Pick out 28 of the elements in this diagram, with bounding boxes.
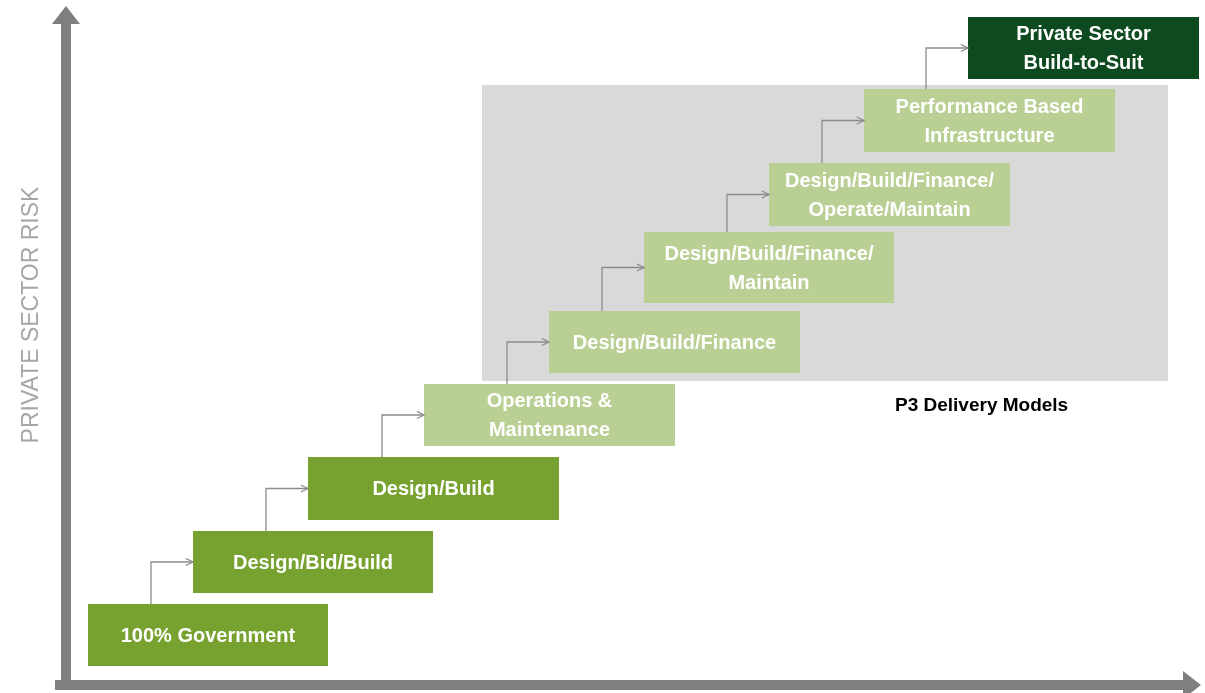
arrow [506,337,550,385]
step-label: Design/Build/Finance [572,329,777,355]
step-label: Design/Bid/Build [233,549,393,575]
step-box [424,384,675,446]
arrow [821,116,865,164]
step-label: Performance Based Infrastructure [894,93,1085,148]
arrow [601,263,645,312]
arrow [925,43,969,90]
step-label: Private Sector Build-to-Suit [1015,21,1152,75]
step-label: Operations & Maintenance [485,388,614,442]
step-box [549,311,800,373]
step-label: 100% Government [120,622,296,648]
step-box [193,531,433,593]
arrow [726,190,770,233]
step-box [308,457,559,520]
step-box [864,89,1115,152]
arrow [381,410,425,458]
group-title: P3 Delivery Models [895,394,1069,416]
axis-label: PRIVATE SECTOR RISK [16,186,44,444]
step-box [88,604,328,666]
arrow [265,484,309,532]
step-box [644,232,894,303]
step-box [769,163,1010,226]
step-label: Design/Build/Finance/ Maintain [664,240,874,295]
step-box [968,17,1199,79]
arrow [150,557,194,605]
step-label: Design/Build/Finance/ Operate/Maintain [785,167,994,222]
step-label: Design/Build [372,476,495,501]
